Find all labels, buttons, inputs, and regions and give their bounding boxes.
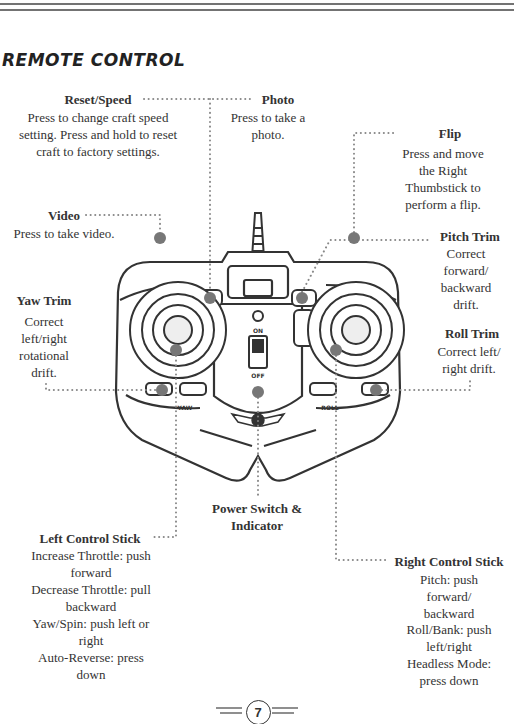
rule (0, 3, 514, 5)
callout-heading: Power Switch & Indicator (207, 500, 307, 534)
trim-buttons (146, 383, 388, 395)
callout-text: Correct left/ right drift. (429, 343, 509, 377)
callout-heading: Left Control Stick (25, 530, 155, 547)
callout-text: Yaw/Spin: push left or right (31, 615, 151, 649)
callout-heading: Roll Trim (432, 325, 512, 342)
control-marking: OFF (243, 372, 273, 379)
control-sticks (130, 282, 404, 378)
leader-lines (46, 99, 470, 560)
callout-text: Decrease Throttle: pull backward (31, 581, 151, 615)
page-number-circle: 7 (246, 700, 271, 724)
callout-heading: Yaw Trim (4, 292, 84, 309)
callout-heading: Right Control Stick (384, 553, 514, 570)
callout-text: Auto-Reverse: press down (31, 649, 151, 683)
callout-text: Press to change craft speed setting. Pre… (18, 109, 178, 160)
callout-text: Correct forward/ backward drift. (435, 245, 497, 313)
callout-text: Press to take a photo. (223, 109, 313, 143)
callout-heading: Reset/Speed (38, 91, 158, 108)
callout-heading: Flip (425, 125, 475, 142)
power-switch (249, 311, 267, 368)
callout-text: Correct left/right rotational drift. (9, 313, 79, 381)
callout-text: Press and move the Right Thumbstick to p… (393, 145, 493, 213)
rule (0, 9, 514, 11)
callout-heading: Photo (248, 91, 308, 108)
page-title: REMOTE CONTROL (2, 50, 185, 70)
control-marking: ROLL (315, 404, 345, 411)
control-marking: YAW (170, 404, 200, 411)
callout-heading: Video (34, 207, 94, 224)
callout-text: Pitch: push forward/ backward (403, 571, 495, 622)
callout-text: Headless Mode: press down (399, 655, 499, 689)
callout-dots (154, 232, 382, 398)
callout-text: Press to take video. (0, 225, 129, 242)
callout-heading: Pitch Trim (430, 228, 510, 245)
callout-text: Roll/Bank: push left/right (399, 621, 499, 655)
callout-text: Increase Throttle: push forward (31, 547, 151, 581)
page-number: 7 (254, 705, 261, 720)
control-marking: ON (243, 327, 273, 334)
